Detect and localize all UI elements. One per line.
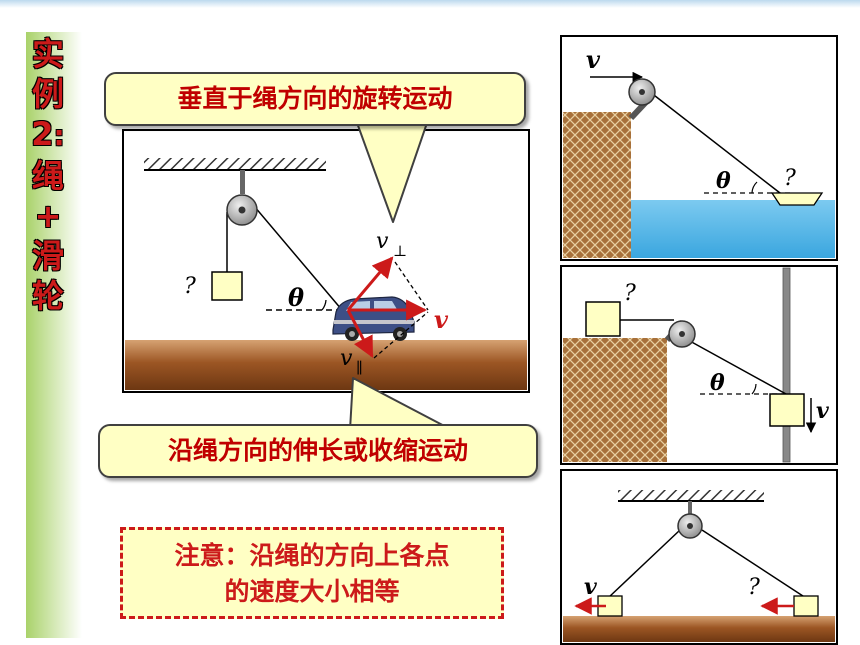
v-perp-label: v: [376, 229, 389, 254]
callout-perpendicular: 垂直于绳方向的旋转运动: [104, 72, 526, 126]
water: [631, 200, 835, 258]
car-icon: [332, 296, 415, 341]
pole: [782, 267, 791, 463]
boat-angle-label: θ: [716, 168, 731, 194]
panel-two-ceiling: [618, 490, 764, 501]
panel-two-rope-right: [701, 529, 807, 599]
side-title-text: 实 例 2: 绳 + 滑 轮: [30, 34, 66, 316]
pole-block-top: [585, 301, 621, 337]
rope-right: [253, 205, 343, 311]
side-title-char: 例: [31, 75, 64, 113]
panel-two-unknown-label: ?: [748, 575, 760, 600]
side-title-char: 滑: [31, 237, 64, 275]
pole-angle-label: θ: [710, 370, 725, 396]
side-title-char: 绳: [31, 157, 64, 195]
ledge: [563, 338, 667, 462]
pulley-hanger: [240, 170, 245, 194]
ceiling-hatch: [144, 158, 326, 170]
note-box: 注意：沿绳的方向上各点 的速度大小相等: [120, 527, 504, 619]
pole-sliding-block: [769, 393, 805, 427]
component-dash-1: [394, 261, 429, 311]
v-perp-subscript: ⊥: [393, 242, 407, 260]
panel-pole: ? θ v: [560, 265, 838, 465]
main-diagram: ? θ v v ⊥ v ∥: [122, 129, 530, 393]
panel-two-v-label: v: [584, 574, 597, 600]
pole-unknown-label: ?: [624, 281, 636, 306]
callout-along-rope: 沿绳方向的伸长或收缩运动: [98, 424, 538, 478]
hanging-block: [211, 271, 243, 301]
boat-rope: [649, 91, 781, 194]
side-title-char: :: [53, 119, 65, 152]
component-dash-2: [373, 311, 429, 359]
side-title-char: 轮: [31, 277, 64, 315]
top-gradient-bar: [0, 0, 860, 8]
boat-v-label: v: [586, 45, 601, 74]
boat: [770, 192, 824, 206]
boat-unknown-label: ?: [784, 166, 796, 191]
pole-rope: [687, 339, 787, 395]
cliff: [563, 112, 631, 258]
side-title: 实 例 2: 绳 + 滑 轮: [26, 32, 82, 638]
side-title-char: 实: [31, 35, 64, 73]
velocity-label: v: [434, 305, 449, 334]
note-line-1: 注意：沿绳的方向上各点: [174, 541, 450, 570]
parallel-arrow: [346, 309, 374, 358]
perpendicular-arrow: [346, 256, 394, 311]
note-line-2: 的速度大小相等: [224, 577, 400, 606]
panel-two-rope-left: [607, 529, 681, 599]
side-title-char: 2: [31, 115, 54, 153]
panel-two-blocks: v ?: [560, 469, 838, 645]
panel-two-block-right: [793, 595, 819, 617]
angle-arc: [321, 299, 327, 311]
angle-label: θ: [288, 283, 304, 312]
v-para-label: v: [340, 346, 353, 371]
panel-boat: v θ ?: [560, 35, 838, 261]
v-para-subscript: ∥: [356, 359, 363, 377]
unknown-label: ?: [184, 274, 196, 299]
pole-v-label: v: [816, 398, 829, 424]
side-title-char: +: [34, 197, 62, 235]
ground: [125, 340, 527, 390]
panel-two-ground: [563, 616, 835, 642]
